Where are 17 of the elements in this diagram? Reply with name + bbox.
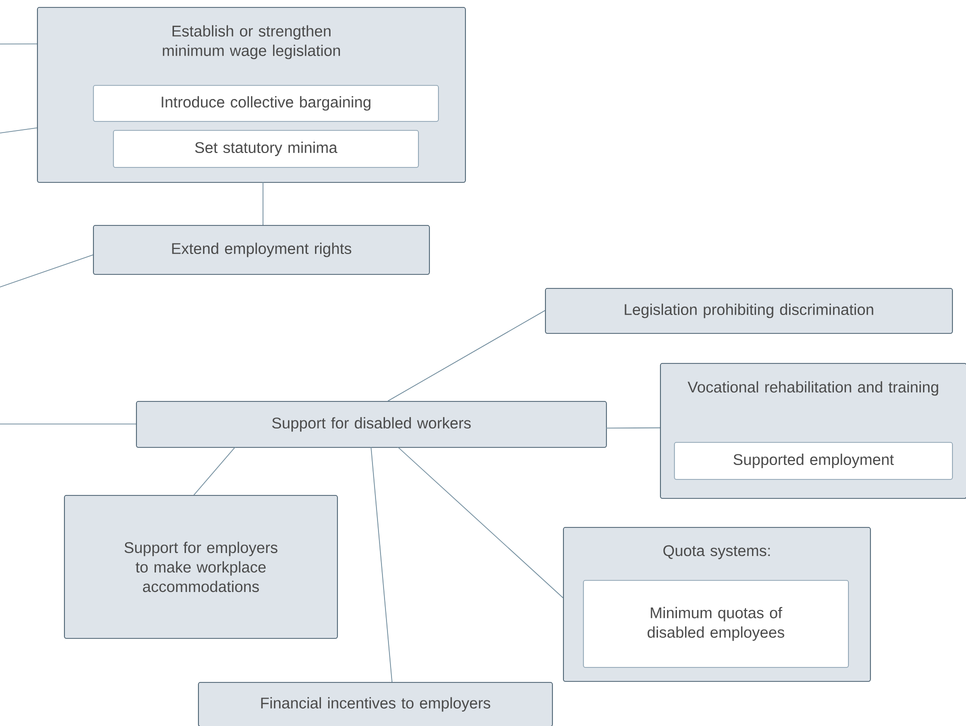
topic-box: Support for disabled workers	[136, 401, 607, 448]
connector-line	[0, 128, 38, 134]
connector-line	[0, 254, 94, 288]
connector-line	[388, 310, 546, 402]
connector-line	[262, 182, 264, 226]
topic-box: Extend employment rights	[93, 225, 430, 275]
connector-line	[370, 446, 392, 682]
topic-box: Financial incentives to employers	[198, 682, 553, 726]
topic-box: Legislation prohibiting discrimination	[545, 288, 953, 334]
sub-box: Set statutory minima	[113, 130, 419, 168]
sub-box: Supported employment	[674, 442, 953, 480]
sub-box: Minimum quotas of disabled employees	[583, 580, 849, 668]
topic-box: Support for employers to make workplace accommodations	[64, 495, 338, 639]
connector-line	[397, 446, 564, 598]
sub-box: Introduce collective bargaining	[93, 85, 439, 122]
connector-line	[606, 427, 660, 428]
connector-line	[194, 446, 236, 496]
